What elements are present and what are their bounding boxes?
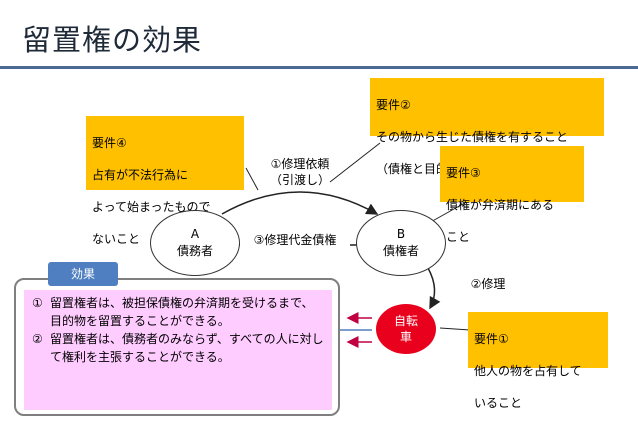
effect-number: ① xyxy=(32,296,43,310)
effect-text: 留置権者は、被担保債権の弁済期を受けるまで、目的物を留置することができる。 xyxy=(50,296,314,328)
note-line: その物から生じた債権を有すること xyxy=(376,130,569,144)
party-role: 債務者 xyxy=(176,244,213,258)
note-heading: 要件④ xyxy=(92,136,127,150)
arrow-repair xyxy=(427,267,441,310)
effect-text: 留置権者は、債務者のみならず、すべての人に対して権利を主張することができる。 xyxy=(50,332,324,364)
note-line: 債権が弁済期にある xyxy=(446,198,555,212)
note-line: ないこと xyxy=(92,232,141,246)
effect-item: ② 留置権者は、債務者のみならず、すべての人に対して権利を主張することができる。 xyxy=(32,330,324,366)
label-repair-request: ①修理依頼 （引渡し） xyxy=(252,156,348,188)
effect-panel: ① 留置権者は、被担保債権の弁済期を受けるまで、目的物を留置することができる。 … xyxy=(24,290,332,410)
note-heading: 要件③ xyxy=(446,166,481,180)
label-line: ①修理依頼 xyxy=(270,157,330,171)
party-letter: A xyxy=(190,227,200,241)
party-b-creditor: B 債権者 xyxy=(356,210,446,276)
party-role: 債権者 xyxy=(382,244,419,258)
note-line: 他人の物を占有して xyxy=(474,364,582,378)
title-divider xyxy=(0,66,638,69)
bike-label: 車 xyxy=(399,330,412,344)
note-line: よって始まったもので xyxy=(92,200,211,214)
party-letter: B xyxy=(396,227,406,241)
party-a-debtor: A 債務者 xyxy=(150,210,240,276)
effect-tag: 効果 xyxy=(48,262,118,286)
note-requirement-4: 要件④ 占有が不法行為に よって始まったもので ないこと xyxy=(86,116,244,246)
bicycle-object: 自転 車 xyxy=(376,304,436,354)
note-requirement-1: 要件① 他人の物を占有して いること xyxy=(468,312,608,410)
req4-connector xyxy=(245,167,259,191)
label-line: （引渡し） xyxy=(269,173,330,187)
bike-label: 自転 xyxy=(393,314,418,328)
arrow-repair-request xyxy=(221,191,379,215)
effect-item: ① 留置権者は、被担保債権の弁済期を受けるまで、目的物を留置することができる。 xyxy=(32,294,324,330)
page-title: 留置権の効果 xyxy=(22,23,203,57)
note-heading: 要件② xyxy=(376,98,411,112)
note-heading: 要件① xyxy=(474,332,509,346)
note-line: 占有が不法行為に xyxy=(92,168,189,182)
req1-connector xyxy=(439,327,471,331)
label-repair-claim: ③修理代金債権 xyxy=(240,232,350,248)
effect-number: ② xyxy=(32,332,43,346)
note-line: いること xyxy=(474,396,523,410)
req2-connector xyxy=(329,142,381,183)
label-repair: ②修理 xyxy=(470,277,506,291)
note-line: こと xyxy=(446,230,471,244)
note-requirement-3: 要件③ 債権が弁済期にある こと xyxy=(440,146,584,244)
note-requirement-2: 要件② その物から生じた債権を有すること （債権と目的物の牽連性） xyxy=(370,78,604,176)
